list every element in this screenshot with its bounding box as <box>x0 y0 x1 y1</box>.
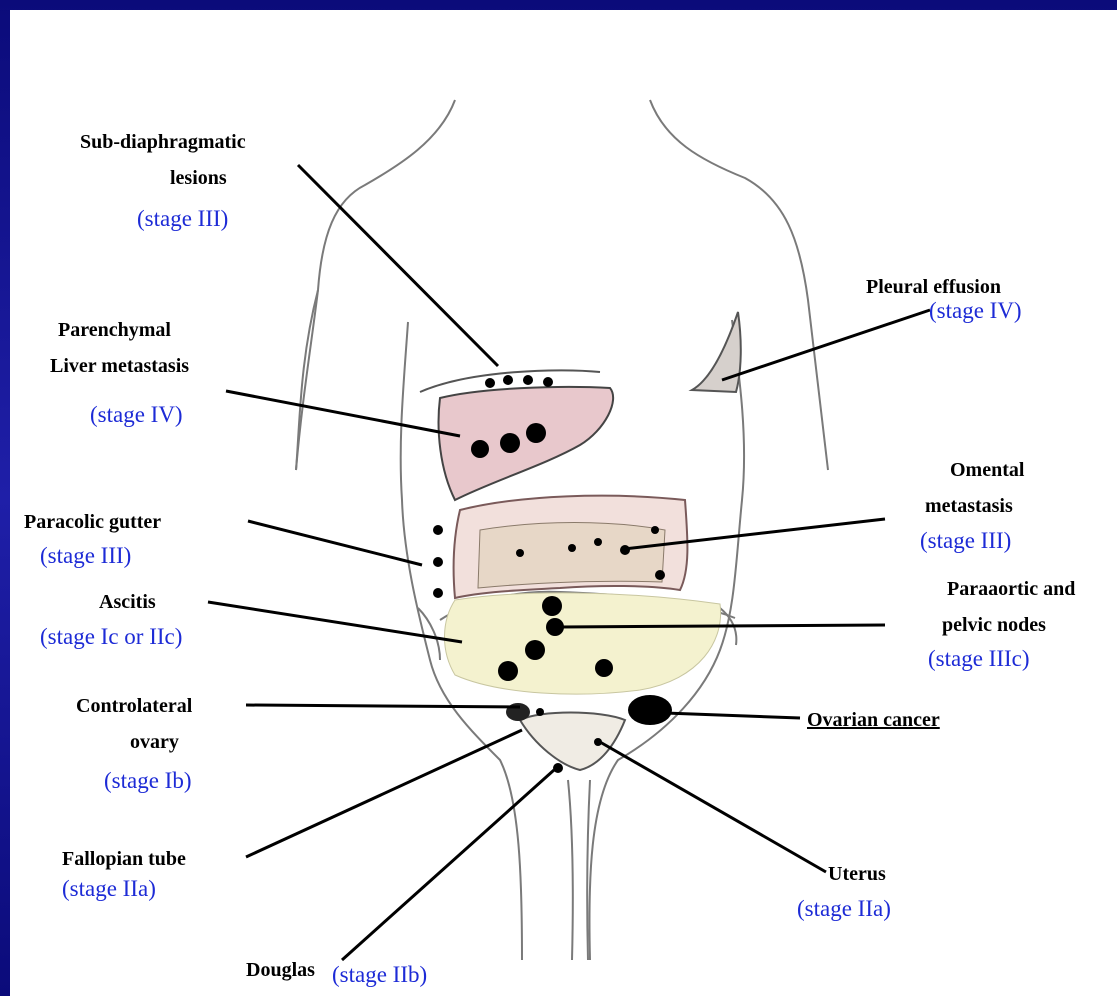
right-shoulder-outline <box>650 100 828 470</box>
dot-subdiaphragm-3 <box>523 375 533 385</box>
dot-paracolic-1 <box>433 525 443 535</box>
label-subdiaphragmatic-line2: lesions <box>170 166 227 190</box>
dot-node-1 <box>542 596 562 616</box>
stage-nodes: (stage IIIc) <box>928 646 1030 672</box>
stage-controlateral: (stage Ib) <box>104 768 192 794</box>
dot-liver-2 <box>500 433 520 453</box>
leader-controlateral <box>246 705 520 707</box>
dot-subdiaphragm-2 <box>503 375 513 385</box>
label-ascitis: Ascitis <box>99 590 156 614</box>
dot-paracolic-2 <box>433 557 443 567</box>
leader-liver <box>226 391 460 436</box>
uterus-shape <box>520 713 625 771</box>
dot-node-2 <box>546 618 564 636</box>
stage-pleural: (stage IV) <box>929 298 1022 324</box>
label-liver-line2: Liver metastasis <box>50 354 189 378</box>
leader-nodes <box>560 625 885 627</box>
leader-fallopian <box>246 730 522 857</box>
dot-omental-1 <box>516 549 524 557</box>
stage-fallopian: (stage IIa) <box>62 876 156 902</box>
leader-paracolic <box>248 521 422 565</box>
stage-paracolic: (stage III) <box>40 543 131 569</box>
label-nodes-line2: pelvic nodes <box>942 613 1046 637</box>
stage-uterus: (stage IIa) <box>797 896 891 922</box>
leader-ovarian <box>665 713 800 718</box>
omentum-shape <box>478 523 665 589</box>
stage-liver: (stage IV) <box>90 402 183 428</box>
label-ovarian-cancer: Ovarian cancer <box>807 708 940 732</box>
dot-subdiaphragm-4 <box>543 377 553 387</box>
dot-omental-2 <box>568 544 576 552</box>
dot-douglas <box>553 763 563 773</box>
dot-node-5 <box>595 659 613 677</box>
label-fallopian: Fallopian tube <box>62 847 186 871</box>
stage-douglas: (stage IIb) <box>332 962 427 988</box>
dot-omental-6 <box>651 526 659 534</box>
dot-node-3 <box>525 640 545 660</box>
leader-subdiaphragmatic <box>298 165 498 366</box>
stage-subdiaphragmatic: (stage III) <box>137 206 228 232</box>
dot-uterus <box>594 738 602 746</box>
dot-omental-3 <box>594 538 602 546</box>
leader-pleural <box>722 310 930 380</box>
dot-omental-5 <box>655 570 665 580</box>
label-subdiaphragmatic-line1: Sub-diaphragmatic <box>80 130 246 154</box>
dot-fallopian <box>536 708 544 716</box>
liver-shape <box>439 387 614 500</box>
left-shoulder-outline <box>296 100 455 470</box>
label-controlateral-line2: ovary <box>130 730 179 754</box>
label-omental-line2: metastasis <box>925 494 1013 518</box>
dot-node-4 <box>498 661 518 681</box>
label-controlateral-line1: Controlateral <box>76 694 192 718</box>
stage-omental: (stage III) <box>920 528 1011 554</box>
label-omental-line1: Omental <box>950 458 1024 482</box>
ovarian-tumor <box>628 695 672 725</box>
label-nodes-line1: Paraaortic and <box>947 577 1075 601</box>
leader-uterus <box>600 742 826 872</box>
stage-ascitis: (stage Ic or IIc) <box>40 624 182 650</box>
leader-ascitis <box>208 602 462 642</box>
label-liver-line1: Parenchymal <box>58 318 171 342</box>
dot-liver-3 <box>526 423 546 443</box>
leg-inner-left <box>568 780 573 960</box>
label-uterus: Uterus <box>828 862 886 886</box>
dot-liver-1 <box>471 440 489 458</box>
dot-subdiaphragm-1 <box>485 378 495 388</box>
label-paracolic: Paracolic gutter <box>24 510 161 534</box>
label-pleural: Pleural effusion <box>866 275 1001 299</box>
dot-paracolic-3 <box>433 588 443 598</box>
pleural-effusion-shape <box>692 312 741 392</box>
dot-omental-4 <box>620 545 630 555</box>
label-douglas: Douglas <box>246 958 315 982</box>
ascites-shape <box>444 593 720 694</box>
